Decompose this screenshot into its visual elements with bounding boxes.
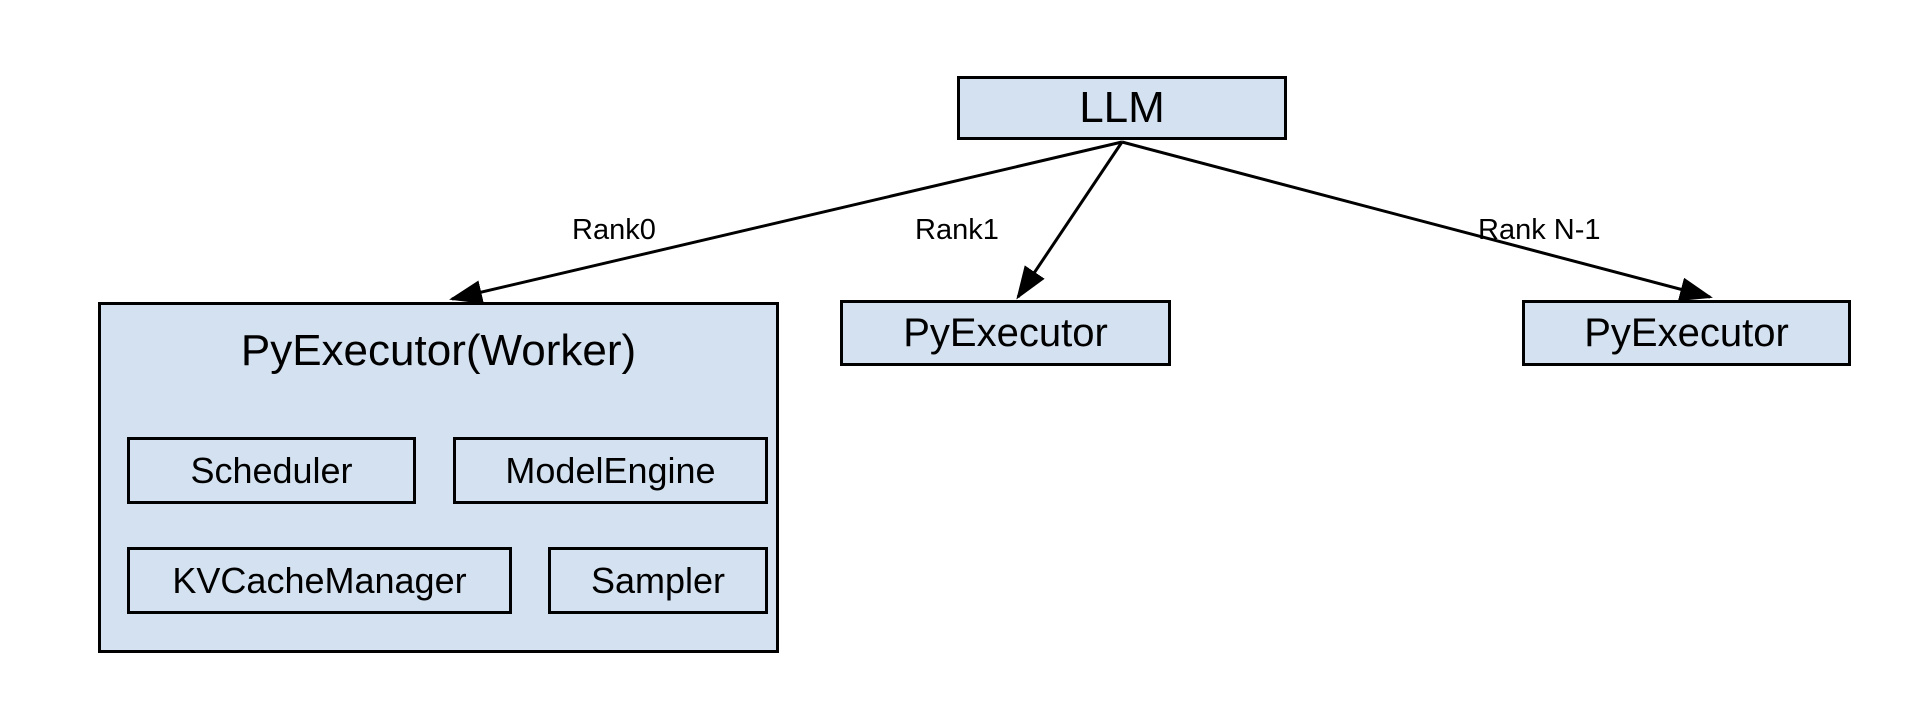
node-worker-rank0-label: PyExecutor(Worker): [240, 326, 637, 375]
edge-llm-to-worker-rank1: [1016, 141, 1124, 300]
node-modelengine[interactable]: ModelEngine: [453, 437, 768, 504]
node-worker-rank1[interactable]: PyExecutor: [840, 300, 1171, 366]
node-worker-rankn[interactable]: PyExecutor: [1522, 300, 1851, 366]
node-llm[interactable]: LLM: [957, 76, 1287, 140]
node-sampler-label: Sampler: [590, 559, 726, 601]
node-sampler[interactable]: Sampler: [548, 547, 768, 614]
edge-label-rank1: Rank1: [915, 214, 999, 246]
node-modelengine-label: ModelEngine: [505, 449, 716, 491]
node-worker-rank1-label: PyExecutor: [903, 311, 1108, 355]
node-worker-rankn-label: PyExecutor: [1584, 311, 1789, 355]
node-scheduler[interactable]: Scheduler: [127, 437, 416, 504]
node-llm-label: LLM: [1079, 83, 1165, 132]
edge-label-rank-n-1: Rank N-1: [1478, 214, 1601, 246]
edge-llm-to-worker-rankn: [1121, 140, 1713, 301]
node-scheduler-label: Scheduler: [190, 449, 353, 491]
edge-llm-to-worker-rank0: [449, 140, 1123, 304]
node-kvcachemanager-label: KVCacheManager: [172, 559, 467, 601]
node-kvcachemanager[interactable]: KVCacheManager: [127, 547, 512, 614]
node-worker-rank0[interactable]: PyExecutor(Worker) Scheduler ModelEngine…: [98, 302, 779, 653]
edge-label-rank0: Rank0: [572, 214, 656, 246]
